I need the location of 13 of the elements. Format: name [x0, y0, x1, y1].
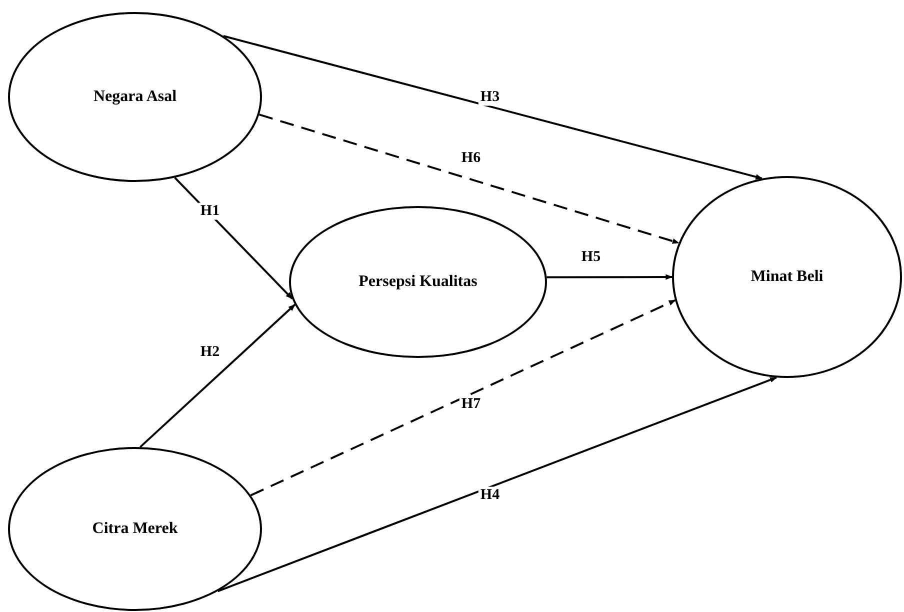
arrow: [546, 274, 673, 280]
edge-label: H1: [198, 202, 222, 220]
construct-label: Minat Beli: [750, 268, 824, 286]
arrow: [258, 114, 680, 244]
arrow: [174, 177, 293, 300]
arrow: [218, 376, 777, 592]
arrow: [223, 35, 763, 180]
construct-label: Negara Asal: [93, 88, 177, 106]
arrow: [140, 304, 296, 448]
construct-label: Citra Merek: [92, 520, 178, 538]
construct-label: Persepsi Kualitas: [358, 273, 478, 291]
arrow: [250, 299, 676, 496]
edge-label: H3: [478, 88, 502, 106]
